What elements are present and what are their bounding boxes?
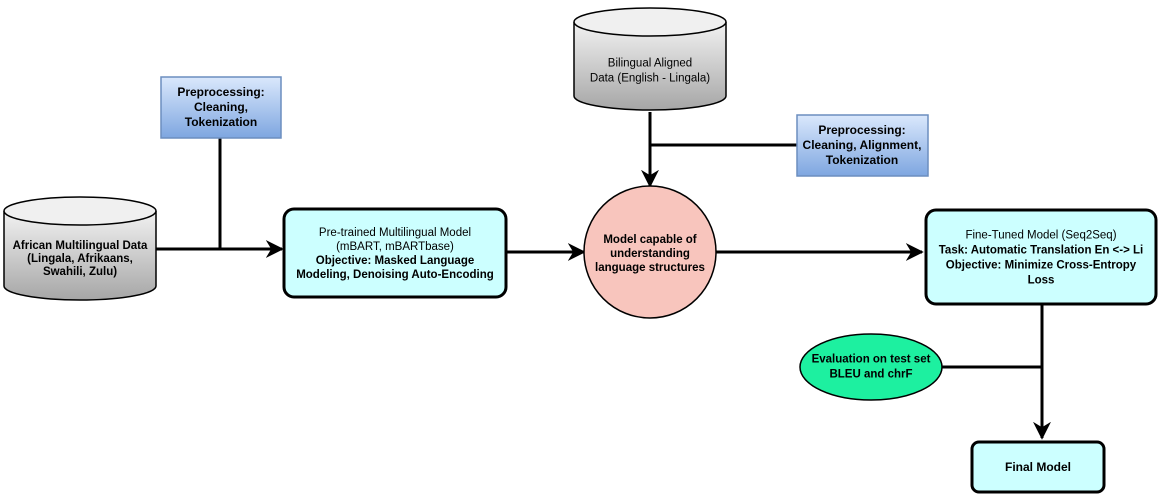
node-label-line: Data (English - Lingala) xyxy=(590,73,710,85)
node-label-line: Tokenization xyxy=(185,115,257,129)
node-final-model-text: Final Model xyxy=(1005,460,1071,474)
node-label-line: Cleaning, Alignment, xyxy=(803,138,922,152)
node-label-line: Bilingual Aligned xyxy=(608,58,692,70)
node-label-line: (mBART, mBARTbase) xyxy=(336,241,454,253)
node-label-line: BLEU and chrF xyxy=(829,369,912,381)
node-label-line: Tokenization xyxy=(826,153,898,167)
node-label-line: African Multilingual Data xyxy=(13,240,148,252)
node-model-capable-text: Model capable of understanding language st… xyxy=(595,234,705,274)
node-label-line: understanding xyxy=(610,248,690,260)
node-label-line: Final Model xyxy=(1005,460,1071,474)
node-preprocess-1: Preprocessing:Cleaning,Tokenization xyxy=(160,76,282,139)
node-label-line: Task: Automatic Translation En <-> Li xyxy=(939,245,1143,257)
node-label-line: language structures xyxy=(595,262,705,274)
node-label-line: Objective: Minimize Cross-Entropy xyxy=(946,260,1137,272)
edges xyxy=(156,112,1051,440)
node-label-line: Preprocessing: xyxy=(818,123,905,137)
node-label-line: Loss xyxy=(1028,275,1055,287)
node-pretrained: Pre-trained Multilingual Model (mBART, mB… xyxy=(282,207,508,299)
node-label-line: (Lingala, Afrikaans, xyxy=(27,253,133,265)
node-label-line: Pre-trained Multilingual Model xyxy=(319,227,471,239)
node-finetuned: Fine-Tuned Model (Seq2Seq) Task: Automati… xyxy=(924,208,1158,306)
node-preprocess-2: Preprocessing:Cleaning, Alignment,Tokeni… xyxy=(796,114,929,177)
node-label-line: Preprocessing: xyxy=(177,85,264,99)
node-label-line: Fine-Tuned Model (Seq2Seq) xyxy=(965,230,1116,242)
node-pretrained-text: Pre-trained Multilingual Model (mBART, mB… xyxy=(296,227,494,281)
node-label-line: Modeling, Denoising Auto-Encoding xyxy=(296,269,494,281)
node-final-model: Final Model xyxy=(970,440,1106,494)
node-label-line: Model capable of xyxy=(603,234,696,246)
node-preprocess-2-text: Preprocessing:Cleaning, Alignment,Tokeni… xyxy=(803,123,922,167)
node-label-line: Objective: Masked Language xyxy=(316,255,475,267)
node-label-line: Swahili, Zulu) xyxy=(43,266,117,278)
node-preprocess-1-text: Preprocessing:Cleaning,Tokenization xyxy=(177,85,264,129)
node-finetuned-text: Fine-Tuned Model (Seq2Seq) Task: Automati… xyxy=(939,230,1143,287)
node-african-data: African Multilingual Data(Lingala, Afrik… xyxy=(3,196,157,301)
node-label-line: Evaluation on test set xyxy=(812,354,931,366)
node-model-capable: Model capable of understanding language st… xyxy=(583,185,717,319)
node-label-line: Cleaning, xyxy=(194,100,248,114)
node-african-data-text: African Multilingual Data(Lingala, Afrik… xyxy=(13,240,148,278)
